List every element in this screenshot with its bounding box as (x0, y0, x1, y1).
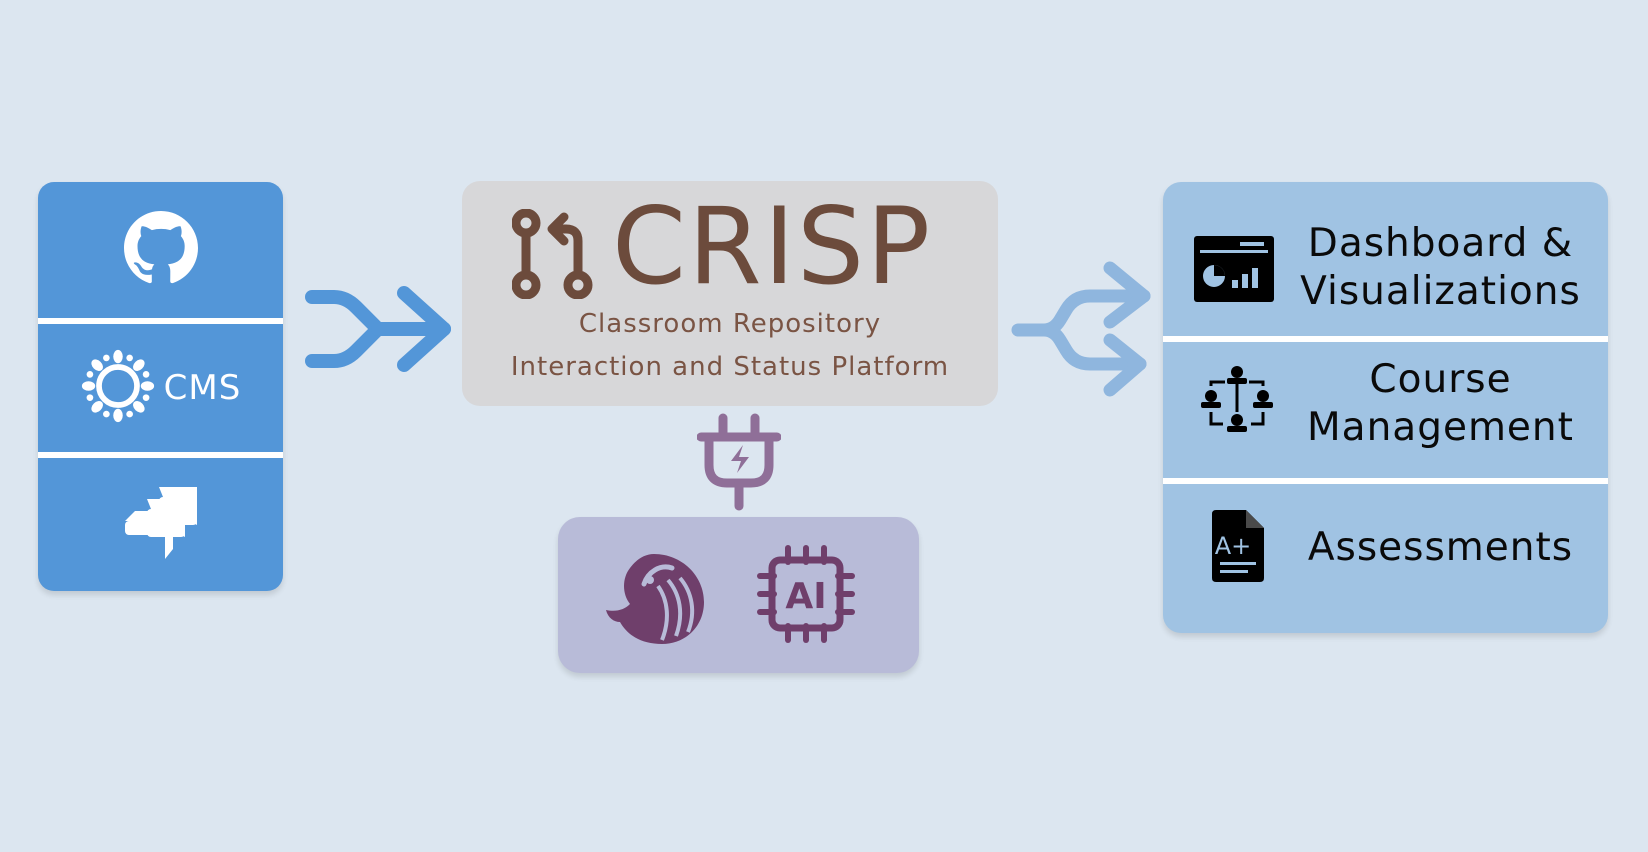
output-label-line2: Management (1307, 405, 1574, 450)
output-course-management: Course Management (1163, 342, 1608, 478)
source-jira (38, 458, 283, 591)
github-icon (123, 211, 198, 289)
output-label-line1: Dashboard & (1307, 221, 1574, 266)
deepseek-whale-icon (602, 550, 706, 650)
ai-chip-label: AI (785, 576, 826, 617)
divider (38, 318, 283, 324)
divider (1163, 478, 1608, 484)
sources-panel: CMS (38, 182, 283, 591)
plug-icon (696, 413, 782, 515)
outputs-panel: Dashboard & Visualizations Course Manage… (1163, 182, 1608, 633)
source-github (38, 182, 283, 318)
plugins-panel: AI (558, 517, 919, 673)
org-chart-icon (1199, 364, 1275, 446)
output-label-line2: Visualizations (1300, 269, 1581, 314)
canvas-icon (80, 348, 156, 428)
output-label-line1: Course (1369, 357, 1512, 402)
crisp-subtitle-line2: Interaction and Status Platform (510, 352, 950, 382)
divider (38, 452, 283, 458)
split-arrow (1010, 258, 1160, 408)
divider (1163, 336, 1608, 342)
jira-icon (124, 486, 197, 563)
dashboard-icon (1194, 236, 1274, 306)
cms-label: CMS (163, 368, 242, 408)
output-dashboard: Dashboard & Visualizations (1163, 182, 1608, 336)
crisp-core-panel: CRISP Classroom Repository Interaction a… (462, 181, 998, 406)
grade-label: A+ (1215, 532, 1252, 560)
source-cms: CMS (38, 324, 283, 452)
output-label-line1: Assessments (1307, 525, 1574, 570)
graded-document-icon: A+ (1212, 510, 1264, 586)
output-assessments: A+ Assessments (1163, 484, 1608, 633)
ai-chip-icon: AI (756, 544, 856, 648)
merge-arrow (304, 283, 454, 379)
crisp-title: CRISP (612, 185, 933, 308)
crisp-subtitle-line1: Classroom Repository (578, 309, 882, 339)
git-pull-request-icon (511, 208, 598, 303)
